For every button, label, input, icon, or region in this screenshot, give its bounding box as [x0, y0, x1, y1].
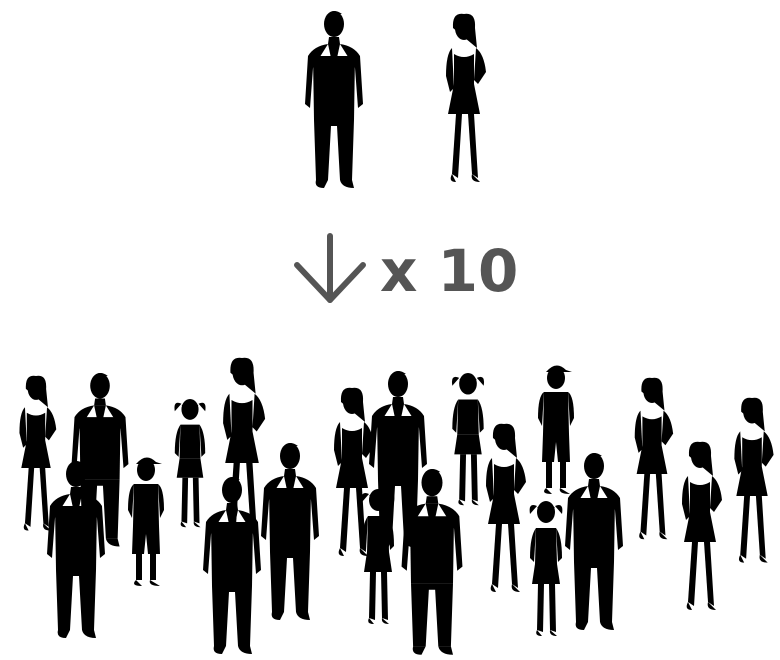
person-figure-girl-17 [530, 501, 563, 636]
person-figure-girl-4 [174, 399, 205, 527]
multiplier-label: x 10 [380, 237, 518, 305]
person-figure-boy-3 [128, 457, 164, 586]
person-figure-man-7 [261, 443, 319, 620]
multiplier-group: x 10 [297, 236, 518, 305]
crowd-figures [19, 358, 773, 655]
couple-figures [305, 11, 486, 188]
person-figure-woman-18 [734, 398, 773, 563]
person-figure-woman-20 [682, 442, 722, 610]
person-figure-man-19 [565, 453, 623, 630]
person-figure-girl-10 [452, 373, 484, 505]
person-figure-woman-2 [446, 14, 486, 182]
down-arrow-icon [297, 236, 363, 300]
person-figure-man-1 [305, 11, 363, 188]
person-figure-boy-12 [538, 365, 574, 494]
person-figure-woman-15 [635, 378, 673, 539]
person-figure-woman-11 [486, 424, 526, 592]
